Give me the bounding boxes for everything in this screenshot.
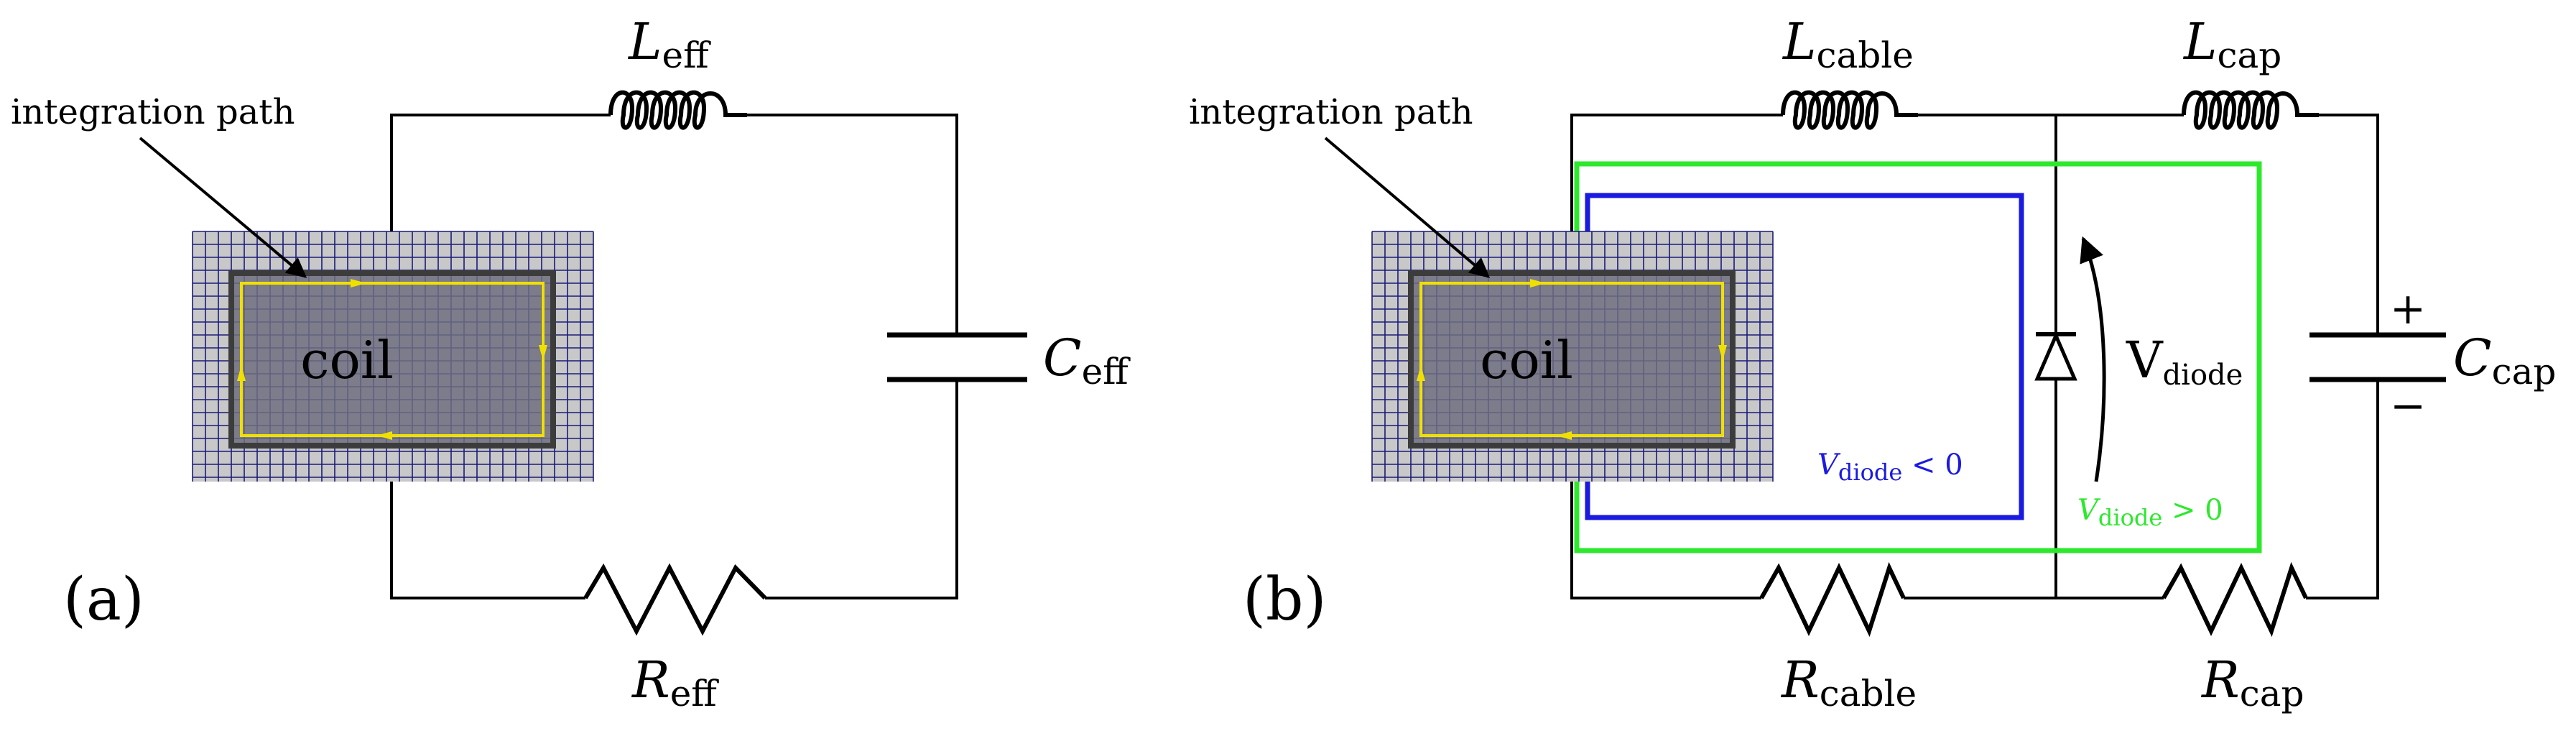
integration-path-label-a: integration path [11, 92, 295, 132]
panel-a [390, 90, 1027, 636]
wire-b-right-bottom [2306, 380, 2379, 599]
inductor-b-cable-sub: cable [1816, 35, 1913, 76]
resistor-b-cap-sub: cap [2240, 673, 2304, 714]
diode-voltage-sub: diode [2163, 359, 2243, 392]
panel-tag-b: (b) [1243, 566, 1326, 634]
inductor-a-coil [608, 90, 747, 130]
diode-voltage-arrow [2080, 236, 2106, 482]
resistor-b-cable [1759, 561, 1906, 638]
integration-path-pointer-a [139, 137, 307, 278]
coil-label-a: coil [300, 330, 394, 390]
panel-tag-a: (a) [63, 566, 144, 634]
wire-b-top-left [1570, 114, 1783, 231]
inductor-b-cable [1781, 90, 1918, 130]
path-arrow-b-bottom [1556, 431, 1572, 440]
path-arrow-a-bottom [376, 431, 392, 440]
wire-a-top-right [747, 114, 958, 335]
coil-b [1408, 270, 1736, 449]
coil-label-b: coil [1480, 330, 1573, 390]
capacitor-minus-sign: − [2390, 381, 2426, 431]
capacitor-b-sub: cap [2492, 351, 2557, 392]
integration-path-pointer-b [1324, 137, 1491, 278]
wire-b-top-right [2319, 114, 2379, 335]
capacitor-a-sub: eff [1082, 351, 1131, 392]
resistor-b-cap [2162, 561, 2308, 638]
loop-negative-rel: < 0 [1902, 449, 1963, 482]
inductor-b-cable-label: Lcable [1782, 12, 1914, 76]
capacitor-a-label: Ceff [1043, 328, 1131, 392]
inductor-b-cap-sub: cap [2217, 35, 2281, 76]
wire-a-top-left [390, 114, 611, 231]
panel-b [1570, 90, 2446, 638]
resistor-b-cable-sub: cable [1820, 673, 1917, 714]
wire-a-right-bottom [765, 380, 958, 599]
path-arrow-b-right [1718, 345, 1727, 361]
coil-a [228, 270, 556, 449]
wire-a-bottom-left [390, 482, 585, 599]
integration-path-label-b: integration path [1189, 92, 1473, 132]
loop-negative-sub: diode [1838, 459, 1902, 486]
path-arrow-b-left [1417, 365, 1425, 381]
resistor-a-sub: eff [670, 673, 720, 714]
loop-negative-label: Vdiode < 0 [1817, 449, 1963, 486]
path-arrow-a-right [539, 345, 547, 361]
capacitor-plus-sign: + [2390, 284, 2426, 334]
inductor-a-sub: eff [662, 35, 711, 76]
path-arrow-a-top [351, 279, 366, 288]
loop-positive-rel: > 0 [2162, 494, 2223, 527]
resistor-b-cap-label: Rcap [2200, 650, 2304, 714]
inductor-b-cap-label: Lcap [2182, 12, 2281, 76]
diode-triangle [2034, 331, 2077, 381]
loop-positive-label: Vdiode > 0 [2077, 494, 2223, 531]
resistor-a-label: Reff [631, 650, 719, 714]
capacitor-b-label: Ccap [2453, 328, 2556, 392]
resistor-a-zigzag [583, 563, 767, 636]
path-arrow-a-left [237, 365, 246, 381]
resistor-b-cable-label: Rcable [1780, 650, 1917, 714]
path-arrow-b-top [1530, 279, 1546, 288]
inductor-a-label: Leff [627, 12, 711, 76]
loop-positive-sub: diode [2098, 504, 2162, 531]
wire-b-bottom-left [1570, 482, 1761, 599]
diode-voltage-label: Vdiode [2126, 331, 2243, 392]
inductor-b-cap [2182, 90, 2319, 130]
